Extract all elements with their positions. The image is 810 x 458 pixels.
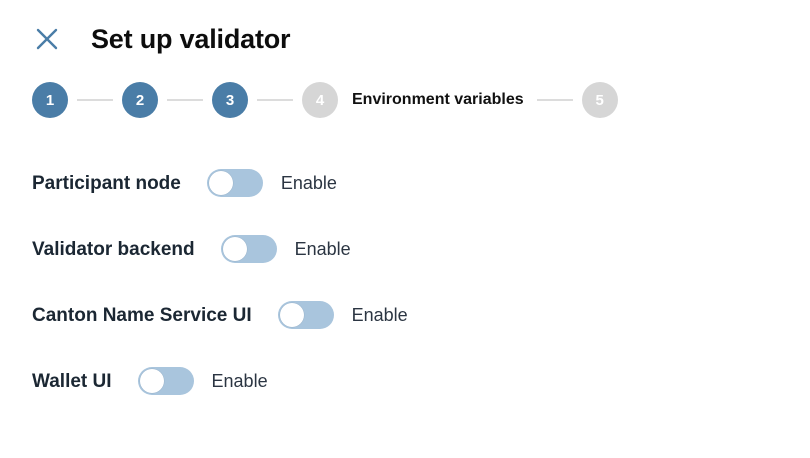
step-connector-3-4 bbox=[257, 99, 293, 101]
enable-label-participant-node: Enable bbox=[280, 173, 337, 193]
option-label-canton-name-service-ui: Canton Name Service UI bbox=[32, 304, 252, 326]
option-row-validator-backend: Validator backend Enable bbox=[32, 216, 772, 282]
toggle-validator-backend[interactable] bbox=[220, 235, 277, 263]
step-5[interactable]: 5 bbox=[581, 82, 618, 118]
option-row-participant-node: Participant node Enable bbox=[32, 150, 772, 216]
toggle-knob bbox=[222, 237, 247, 261]
option-label-participant-node: Participant node bbox=[32, 172, 181, 194]
current-step-label: Environment variables bbox=[352, 91, 524, 108]
option-row-wallet-ui: Wallet UI Enable bbox=[32, 348, 772, 414]
enable-label-wallet-ui: Enable bbox=[211, 371, 268, 391]
enable-label-validator-backend: Enable bbox=[294, 239, 351, 259]
page-title: Set up validator bbox=[91, 23, 291, 54]
option-label-validator-backend: Validator backend bbox=[32, 238, 195, 260]
toggle-knob bbox=[279, 303, 304, 327]
toggle-participant-node[interactable] bbox=[206, 169, 263, 197]
close-icon[interactable] bbox=[32, 24, 62, 54]
enable-label-canton-name-service-ui: Enable bbox=[351, 305, 408, 325]
step-1[interactable]: 1 bbox=[32, 82, 68, 118]
option-label-wallet-ui: Wallet UI bbox=[32, 370, 112, 392]
toggle-wallet-ui[interactable] bbox=[137, 367, 194, 395]
toggle-canton-name-service-ui[interactable] bbox=[277, 301, 334, 329]
stepper: 1 2 3 4 Environment variables 5 bbox=[32, 82, 618, 118]
step-3[interactable]: 3 bbox=[212, 82, 248, 118]
step-4[interactable]: 4 bbox=[302, 82, 338, 118]
step-connector-1-2 bbox=[77, 99, 113, 101]
step-2[interactable]: 2 bbox=[122, 82, 158, 118]
toggle-knob bbox=[139, 369, 164, 393]
close-x-icon bbox=[36, 28, 58, 50]
option-row-canton-name-service-ui: Canton Name Service UI Enable bbox=[32, 282, 772, 348]
step-connector-4-5 bbox=[536, 99, 573, 101]
dialog-header: Set up validator bbox=[0, 14, 291, 64]
step-connector-2-3 bbox=[167, 99, 203, 101]
environment-variables-options: Participant node Enable Validator backen… bbox=[32, 150, 772, 414]
toggle-knob bbox=[208, 171, 233, 195]
